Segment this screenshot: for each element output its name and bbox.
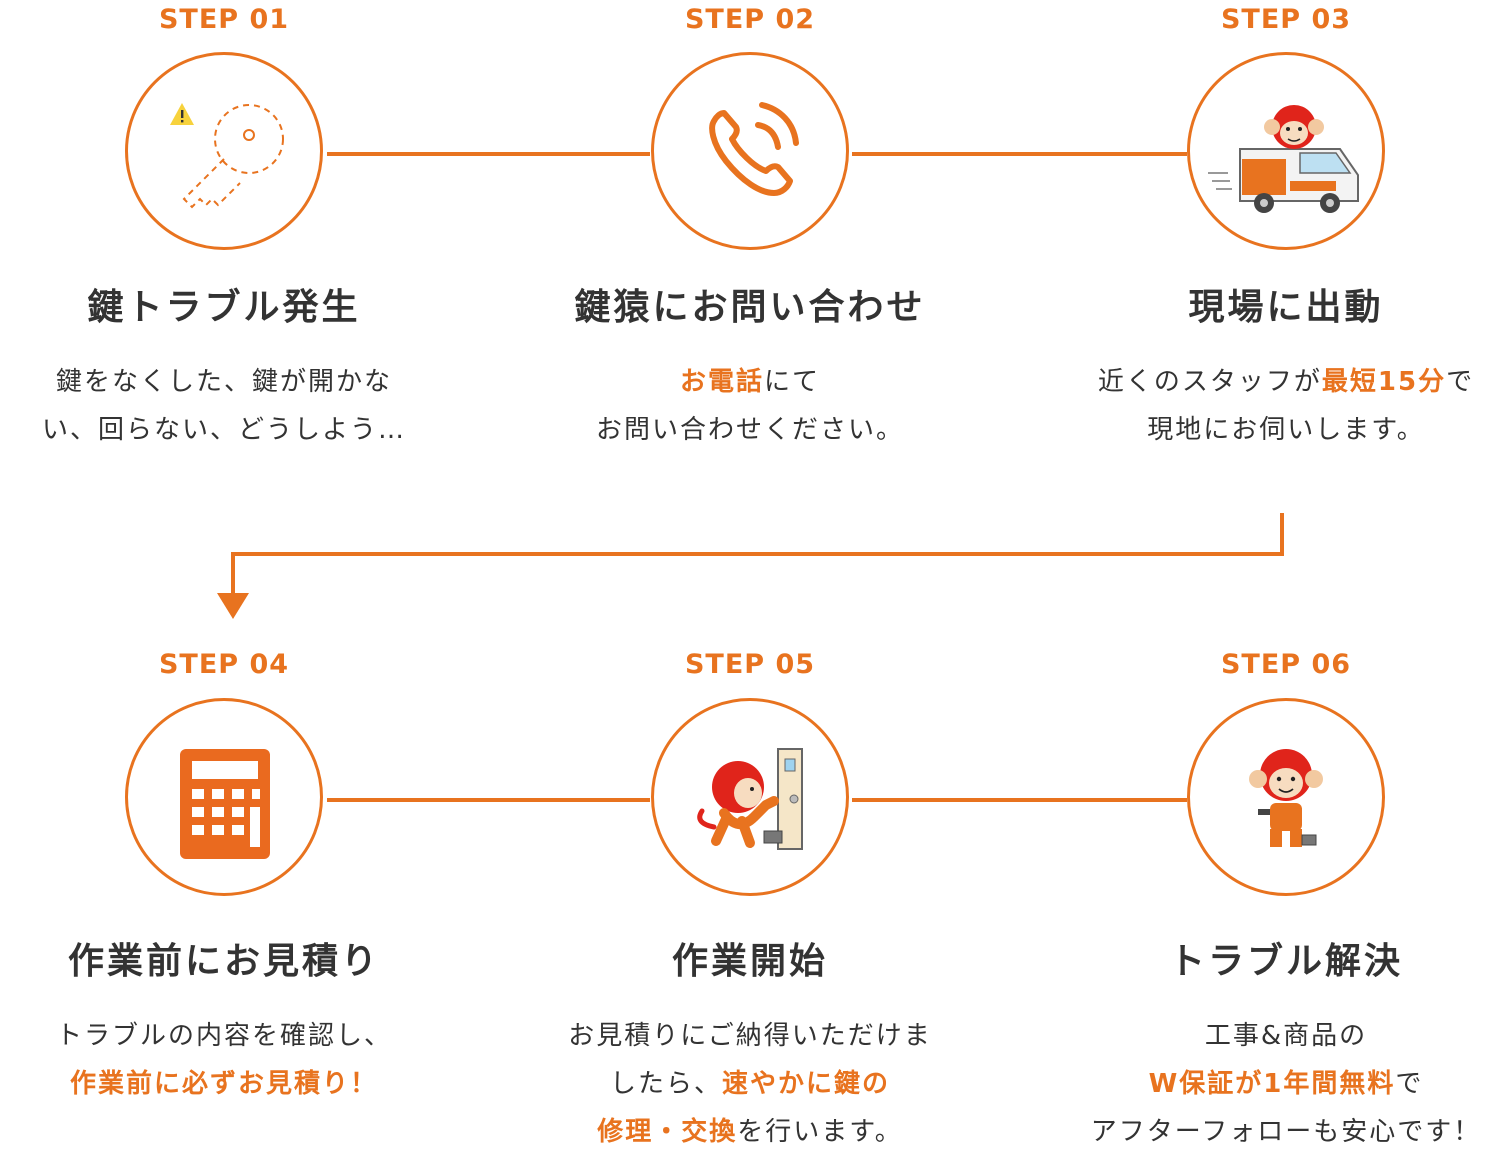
return-arrow-vertical-left [231,552,235,594]
description-line: お見積りにご納得いただけま [500,1012,1000,1060]
step-description: 鍵をなくした、鍵が開かない、回らない、どうしよう… [0,358,474,454]
step-icon-circle [125,52,323,250]
description-line: 現地にお伺いします。 [1036,406,1512,454]
down-arrowhead [217,593,249,619]
step-description: 近くのスタッフが最短15分で現地にお伺いします。 [1036,358,1512,454]
connector-line-1-2 [327,152,650,156]
step-label: STEP 06 [1220,649,1352,680]
step-description: トラブルの内容を確認し、作業前に必ずお見積り！ [0,1012,474,1108]
highlight-text: 速やかに鍵の [722,1069,891,1099]
monkey-mascot-icon [1249,749,1323,847]
step-label: STEP 05 [684,649,816,680]
highlight-text: 作業前に必ずお見積り！ [69,1069,378,1099]
step-label: STEP 03 [1220,4,1352,35]
phone-icon [709,102,799,196]
step-description: 工事&商品の W保証が1年間無料でアフターフォローも安心です！ [1036,1012,1512,1156]
description-line: お電話にて [500,358,1000,406]
return-arrow-horizontal [231,552,1284,556]
description-line: 鍵をなくした、鍵が開かな [0,358,474,406]
description-text: にて [764,367,821,397]
calculator-icon [180,749,270,859]
description-line: お問い合わせください。 [500,406,1000,454]
step-title: 作業開始 [671,941,828,982]
step-label: STEP 04 [158,649,290,680]
description-line: W保証が1年間無料で [1036,1060,1512,1108]
description-text: トラブルの内容を確認し、 [55,1021,392,1051]
connector-line-5-6 [852,798,1187,802]
step-title: 現場に出動 [1188,287,1384,328]
step-description: お見積りにご納得いただけましたら、速やかに鍵の修理・交換を行います。 [500,1012,1000,1156]
step-icon-circle [125,698,323,896]
description-text: 工事&商品の [1204,1021,1368,1051]
description-line: トラブルの内容を確認し、 [0,1012,474,1060]
description-line: 近くのスタッフが最短15分で [1036,358,1512,406]
description-line: 工事&商品の [1036,1012,1512,1060]
description-text: を行います。 [737,1117,903,1147]
highlight-text: 最短15分 [1321,367,1447,397]
step-label: STEP 01 [158,4,290,35]
step-icon-circle [1187,52,1385,250]
step-title: トラブル解決 [1168,941,1403,982]
description-text: アフターフォローも安心です！ [1090,1117,1482,1147]
return-arrow-vertical-right [1280,513,1284,556]
step-icon-circle [1187,698,1385,896]
description-text: で [1395,1069,1424,1099]
connector-line-2-3 [852,152,1187,156]
description-text: 鍵をなくした、鍵が開かな [55,367,392,397]
description-text: い、回らない、どうしよう… [41,415,406,445]
step-title: 作業前にお見積り [67,941,380,982]
monkey-van-icon [1208,105,1359,213]
description-line: アフターフォローも安心です！ [1036,1108,1512,1156]
step-title: 鍵トラブル発生 [87,287,361,328]
description-line: したら、速やかに鍵の [500,1060,1000,1108]
step-icon-circle [651,52,849,250]
dashed-key-warning-icon [170,103,284,209]
highlight-text: W保証が1年間無料 [1148,1069,1396,1099]
step-title: 鍵猿にお問い合わせ [574,287,926,328]
description-line: 修理・交換を行います。 [500,1108,1000,1156]
description-text: 現地にお伺いします。 [1147,415,1425,445]
description-line: 作業前に必ずお見積り！ [0,1060,474,1108]
monkey-door-repair-icon [697,748,803,850]
step-label: STEP 02 [684,4,816,35]
description-text: したら、 [609,1069,722,1099]
highlight-text: お電話 [679,367,764,397]
description-line: い、回らない、どうしよう… [0,406,474,454]
description-text: で [1446,367,1475,397]
highlight-text: 修理・交換 [597,1117,738,1147]
description-text: お見積りにご納得いただけま [568,1021,932,1051]
step-icon-circle [651,698,849,896]
connector-line-4-5 [327,798,650,802]
step-description: お電話にてお問い合わせください。 [500,358,1000,454]
description-text: 近くのスタッフが [1097,367,1322,397]
description-text: お問い合わせください。 [595,415,904,445]
